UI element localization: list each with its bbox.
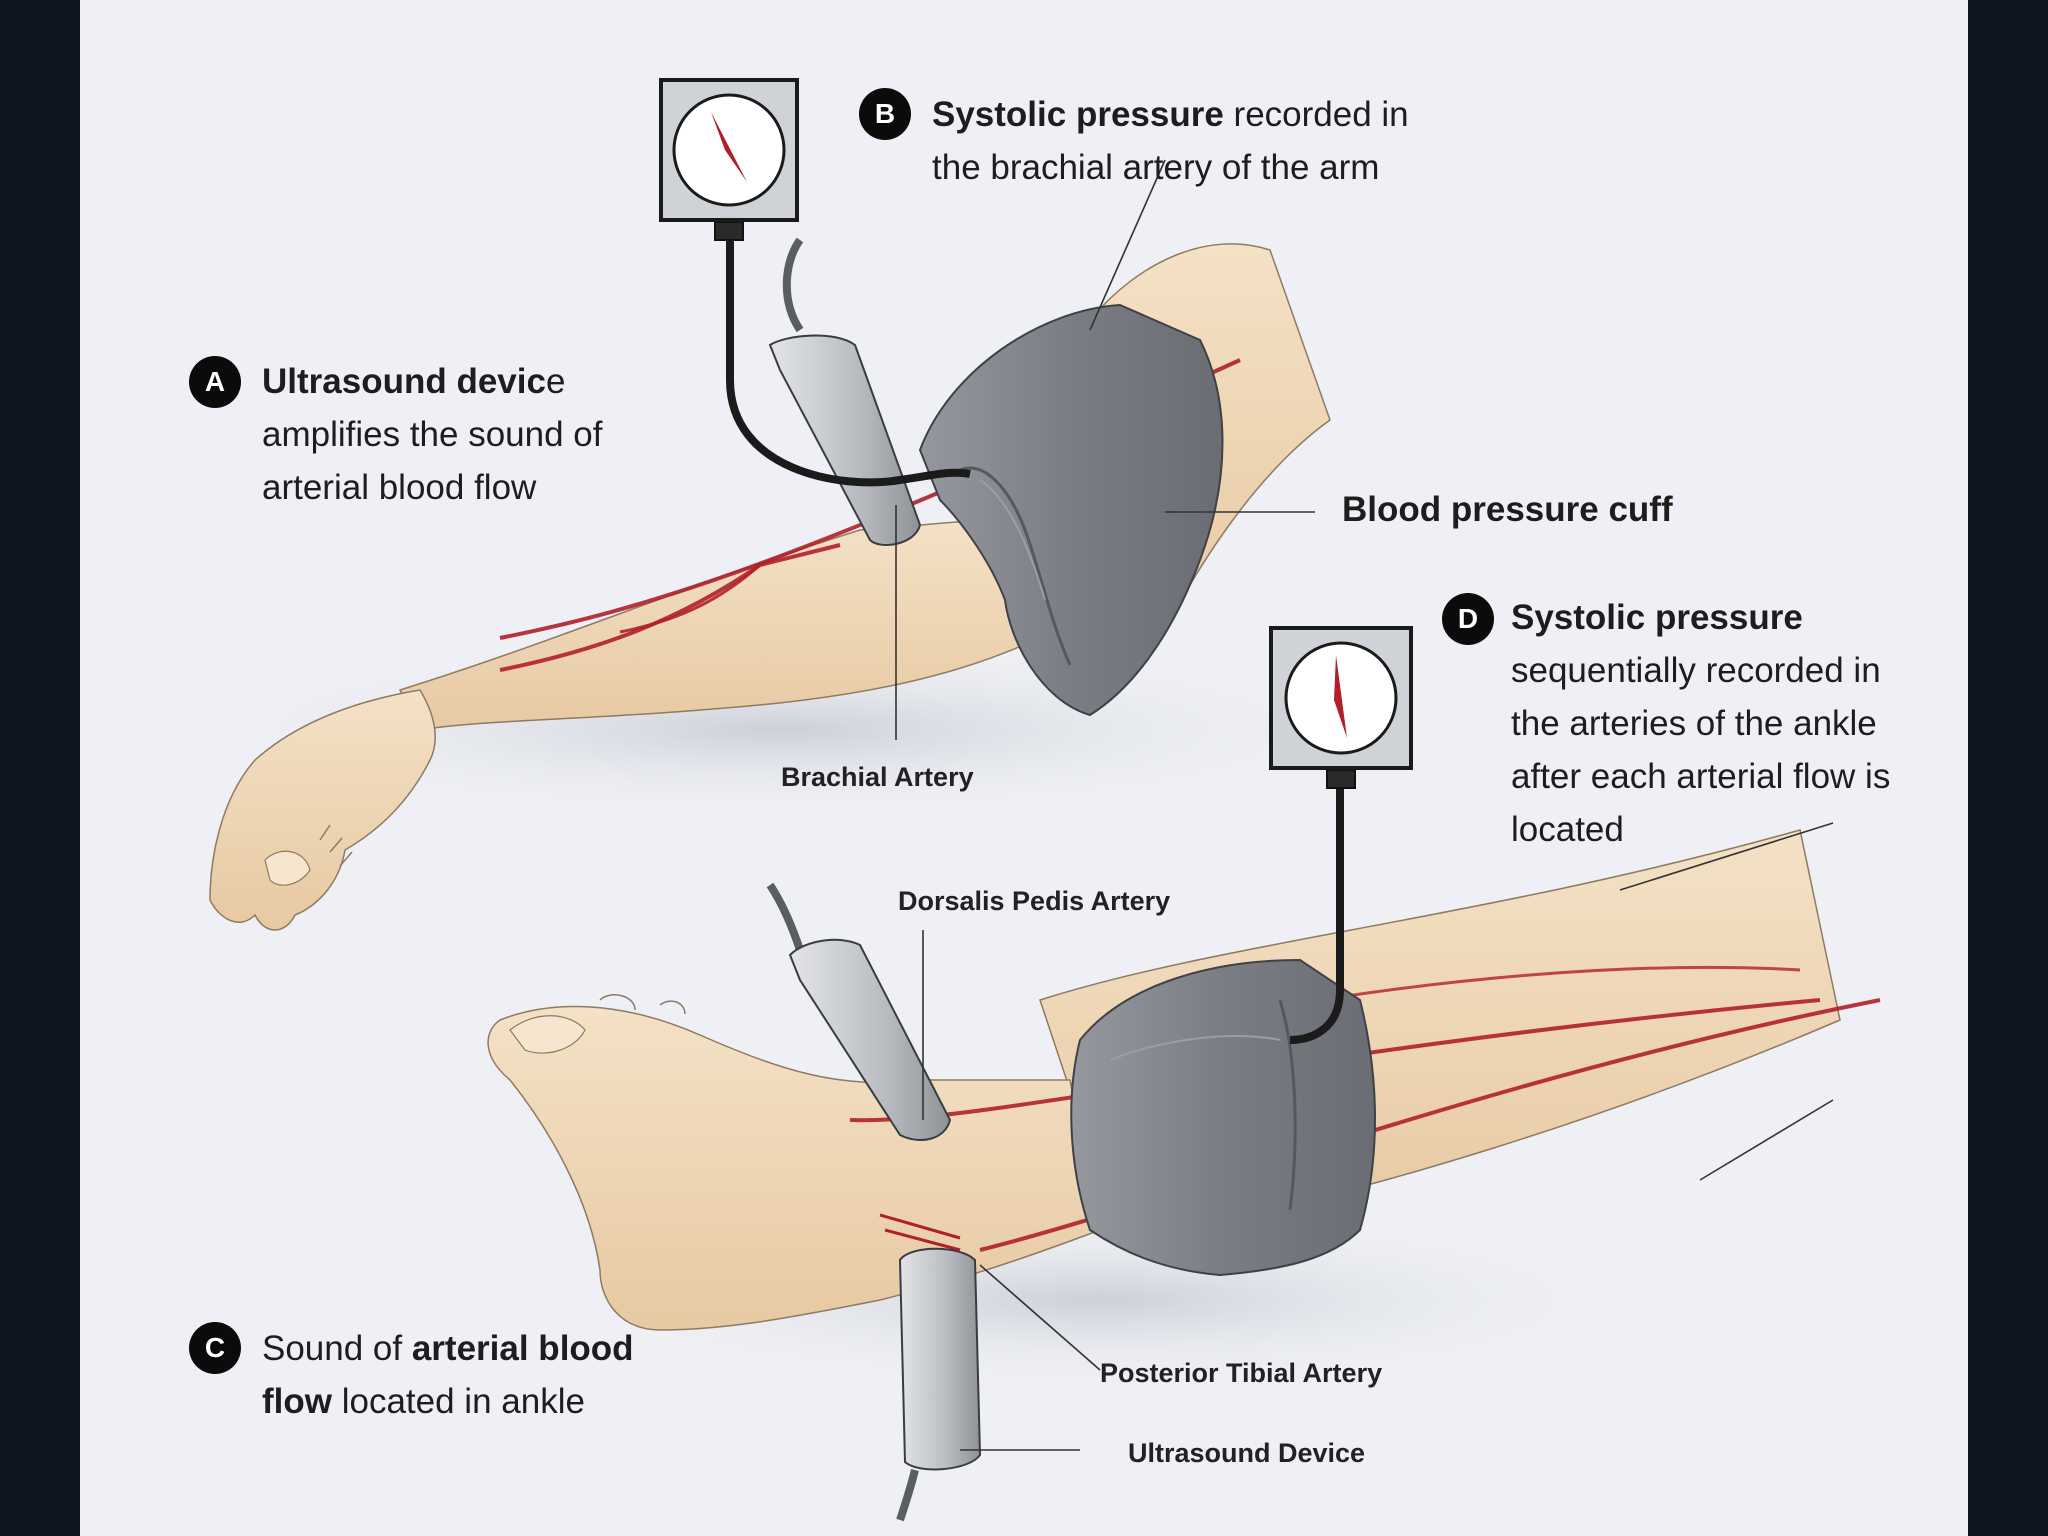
leg-gauge-tube <box>1289 785 1344 1044</box>
callout-a: Ultrasound device amplifies the sound of… <box>262 355 602 514</box>
callout-b: Systolic pressure recorded in the brachi… <box>932 88 1409 194</box>
thumbnail <box>264 850 311 886</box>
callout-b-title-bold: Systolic pressure <box>932 95 1224 134</box>
arm-gauge-needle <box>711 112 747 182</box>
hand <box>209 689 436 931</box>
callout-a-title-rest: e <box>545 362 566 401</box>
posterior-tibial-probe <box>896 1247 982 1522</box>
badge-d: D <box>1442 593 1494 645</box>
callout-d-line3: the arteries of the ankle <box>1511 704 1877 743</box>
callout-d: Systolic pressure sequentially recorded … <box>1511 591 1890 856</box>
callout-c-line1-pre: Sound of <box>262 1329 412 1368</box>
forearm <box>398 519 1092 731</box>
label-dorsalis-pedis-artery: Dorsalis Pedis Artery <box>898 886 1171 916</box>
arm-probe-cable <box>782 237 804 333</box>
callout-a-line2: amplifies the sound of <box>262 415 603 454</box>
label-ultrasound-device: Ultrasound Device <box>1128 1438 1366 1468</box>
callout-c-line1-bold: arterial blood <box>411 1329 634 1368</box>
arm-cuff-shape <box>918 303 1224 717</box>
label-posterior-tibial-artery: Posterior Tibial Artery <box>1100 1358 1383 1388</box>
dorsalis-pedis-probe-body <box>788 938 952 1141</box>
badge-c: C <box>189 1322 241 1374</box>
arm-gauge-tube <box>726 235 971 487</box>
leader-d <box>1619 822 1834 891</box>
arm-ultrasound-probe <box>768 237 922 546</box>
badge-a: A <box>189 356 241 408</box>
callout-b-title-rest: recorded in <box>1223 95 1409 134</box>
callout-d-line5: located <box>1511 810 1624 849</box>
dorsalis-pedis-probe <box>766 882 952 1141</box>
leg-blood-pressure-cuff <box>1070 958 1376 1277</box>
illustration-art <box>160 78 1881 1522</box>
label-brachial-artery: Brachial Artery <box>781 762 974 792</box>
arm-blood-pressure-cuff <box>918 303 1224 717</box>
badge-b: B <box>859 88 911 140</box>
callout-c-line2-bold: flow <box>262 1382 332 1421</box>
callout-d-title-bold: Systolic pressure <box>1511 598 1803 637</box>
callout-d-line4: after each arterial flow is <box>1511 757 1891 796</box>
leader-d-lower <box>1699 1099 1834 1181</box>
callout-a-line3: arterial blood flow <box>262 468 537 507</box>
arm-pressure-gauge <box>659 78 971 487</box>
label-blood-pressure-cuff: Blood pressure cuff <box>1342 490 1673 529</box>
diagram-panel: A Ultrasound device amplifies the sound … <box>80 0 1968 1536</box>
arm-probe-body <box>768 334 922 546</box>
leader-posterior <box>979 1264 1101 1371</box>
big-toenail <box>509 1015 586 1054</box>
posterior-tibial-probe-body <box>898 1247 982 1471</box>
leg-gauge-needle <box>1334 655 1347 738</box>
leg-pressure-gauge <box>1269 626 1413 1044</box>
leg-cuff-shape <box>1070 958 1376 1277</box>
callout-b-line2: the brachial artery of the arm <box>932 148 1380 187</box>
callout-c: Sound of arterial blood flow located in … <box>262 1322 634 1428</box>
callout-c-line2-rest: located in ankle <box>331 1382 585 1421</box>
callout-a-title-bold: Ultrasound devic <box>262 362 546 401</box>
leader-lines <box>895 159 1834 1451</box>
leader-b <box>1089 159 1166 331</box>
callout-d-line2: sequentially recorded in <box>1511 651 1881 690</box>
